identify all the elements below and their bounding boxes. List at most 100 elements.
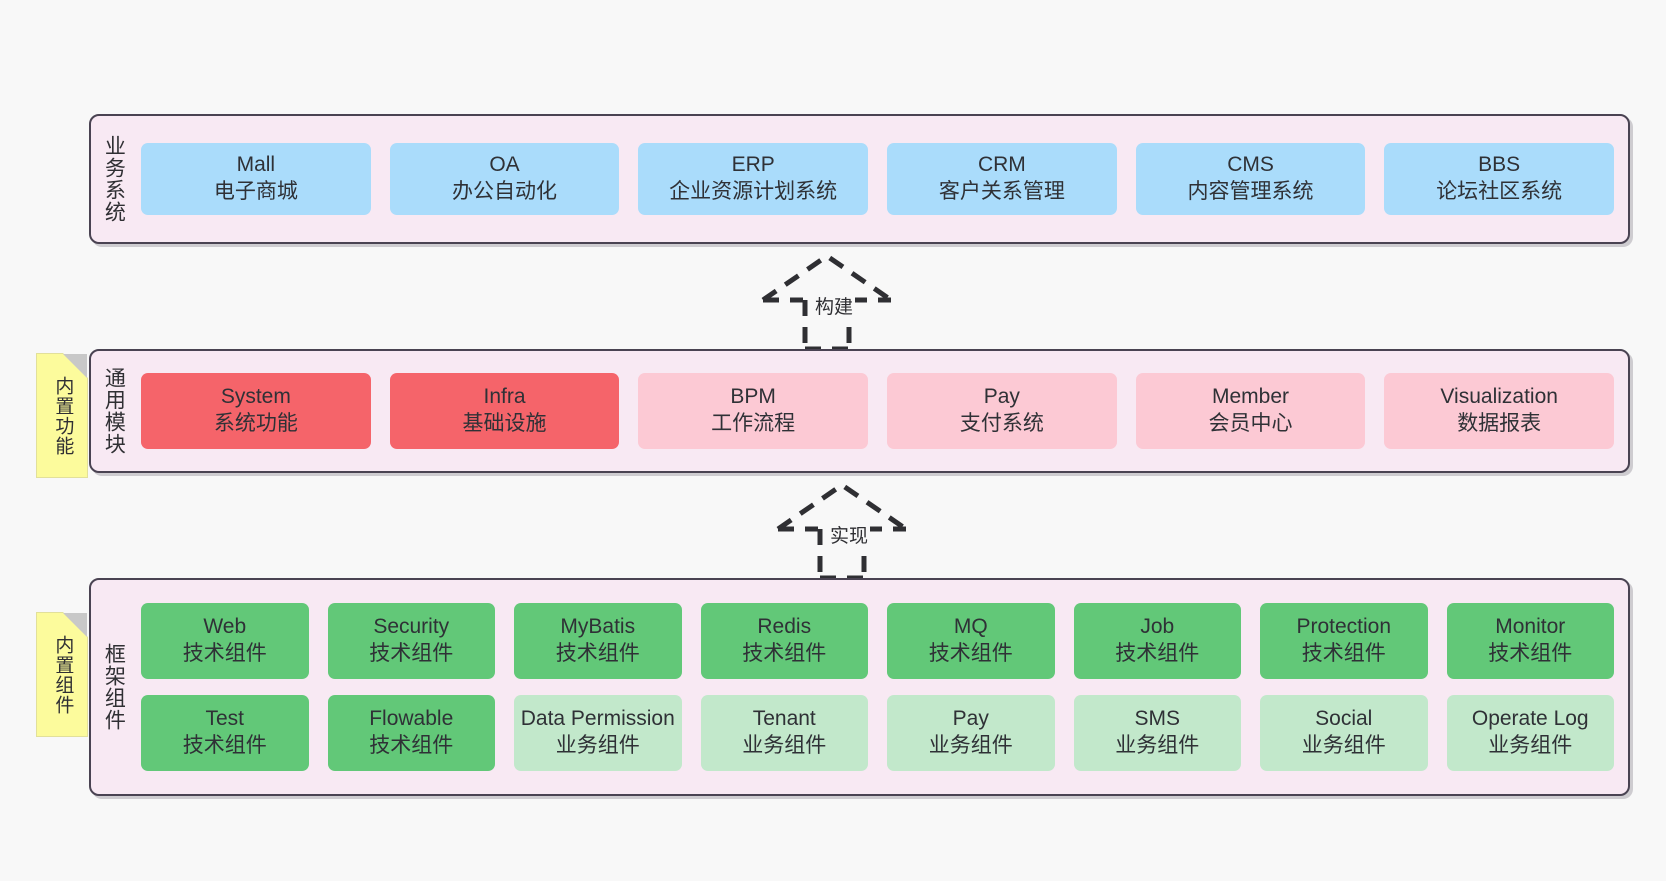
- card-title: Pay: [983, 385, 1020, 409]
- card-title: Security: [373, 615, 450, 639]
- card-subtitle: 技术组件: [1301, 642, 1386, 665]
- card-title: Test: [205, 707, 244, 731]
- card-subtitle: 技术组件: [1115, 642, 1200, 665]
- card-redis[interactable]: Redis 技术组件: [700, 603, 868, 679]
- card-row: Web 技术组件 Security 技术组件 MyBatis 技术组件 Redi…: [141, 603, 1614, 679]
- card-title: Monitor: [1495, 615, 1566, 639]
- card-subtitle: 技术组件: [369, 642, 454, 665]
- card-bpm[interactable]: BPM 工作流程: [638, 373, 869, 449]
- note-label: 内置功能: [52, 375, 74, 456]
- card-pay-business[interactable]: Pay 业务组件: [887, 695, 1055, 771]
- card-title: Social: [1315, 707, 1373, 731]
- card-subtitle: 办公自动化: [452, 180, 557, 203]
- card-subtitle: 技术组件: [182, 642, 267, 665]
- card-monitor[interactable]: Monitor 技术组件: [1446, 603, 1614, 679]
- arrow-implement: 实现: [760, 477, 960, 582]
- card-title: CMS: [1227, 153, 1274, 177]
- card-crm[interactable]: CRM 客户关系管理: [887, 143, 1117, 215]
- card-member[interactable]: Member 会员中心: [1135, 373, 1366, 449]
- card-subtitle: 业务组件: [928, 734, 1013, 757]
- card-flowable[interactable]: Flowable 技术组件: [327, 695, 495, 771]
- card-row: System 系统功能 Infra 基础设施 BPM 工作流程 Pay 支付系统…: [141, 373, 1615, 449]
- layer-title-framework: 框架组件: [102, 643, 126, 731]
- card-subtitle: 技术组件: [555, 642, 640, 665]
- card-operate-log[interactable]: Operate Log 业务组件: [1446, 695, 1614, 771]
- card-subtitle: 技术组件: [1488, 642, 1573, 665]
- card-subtitle: 工作流程: [711, 412, 796, 435]
- layer-title-common: 通用模块: [102, 367, 126, 455]
- card-protection[interactable]: Protection 技术组件: [1260, 603, 1428, 679]
- layer-business-systems[interactable]: 业务系统 Mall 电子商城 OA 办公自动化 ERP 企业资源计划系统 CRM…: [89, 114, 1630, 244]
- card-title: ERP: [731, 153, 775, 177]
- card-subtitle: 技术组件: [369, 734, 454, 757]
- layer-title-business: 业务系统: [102, 135, 126, 223]
- card-subtitle: 业务组件: [1488, 734, 1573, 757]
- card-test[interactable]: Test 技术组件: [141, 695, 309, 771]
- card-title: Protection: [1296, 615, 1392, 639]
- layer-framework-components[interactable]: 框架组件 Web 技术组件 Security 技术组件 MyBatis 技术组件…: [89, 578, 1630, 796]
- card-system[interactable]: System 系统功能: [141, 373, 371, 449]
- arrow-build: 构建: [745, 248, 945, 353]
- card-visualization[interactable]: Visualization 数据报表: [1384, 373, 1615, 449]
- card-mybatis[interactable]: MyBatis 技术组件: [514, 603, 682, 679]
- note-builtin-function[interactable]: 内置功能: [36, 353, 88, 478]
- card-title: Operate Log: [1471, 707, 1589, 731]
- card-subtitle: 系统功能: [213, 412, 298, 435]
- card-bbs[interactable]: BBS 论坛社区系统: [1384, 143, 1615, 215]
- note-label: 内置组件: [52, 634, 74, 715]
- card-tenant[interactable]: Tenant 业务组件: [700, 695, 868, 771]
- card-title: CRM: [977, 153, 1026, 177]
- note-builtin-component[interactable]: 内置组件: [36, 612, 88, 737]
- card-subtitle: 内容管理系统: [1187, 180, 1314, 203]
- layer-cards-framework: Web 技术组件 Security 技术组件 MyBatis 技术组件 Redi…: [135, 580, 1628, 794]
- arrow-label-build: 构建: [813, 292, 856, 319]
- card-security[interactable]: Security 技术组件: [327, 603, 495, 679]
- card-oa[interactable]: OA 办公自动化: [389, 143, 620, 215]
- card-mall[interactable]: Mall 电子商城: [141, 143, 371, 215]
- card-row: Test 技术组件 Flowable 技术组件 Data Permission …: [141, 695, 1614, 771]
- card-subtitle: 业务组件: [1301, 734, 1386, 757]
- card-subtitle: 技术组件: [928, 642, 1013, 665]
- card-subtitle: 业务组件: [555, 734, 640, 757]
- card-title: Flowable: [369, 707, 454, 731]
- card-title: MQ: [953, 615, 988, 639]
- card-subtitle: 支付系统: [959, 412, 1044, 435]
- arrow-label-implement: 实现: [828, 521, 871, 548]
- card-title: Member: [1212, 385, 1290, 409]
- card-infra[interactable]: Infra 基础设施: [389, 373, 620, 449]
- card-title: Web: [203, 615, 247, 639]
- card-pay[interactable]: Pay 支付系统: [887, 373, 1117, 449]
- card-job[interactable]: Job 技术组件: [1073, 603, 1241, 679]
- card-title: MyBatis: [560, 615, 636, 639]
- card-mq[interactable]: MQ 技术组件: [887, 603, 1055, 679]
- card-sms[interactable]: SMS 业务组件: [1073, 695, 1241, 771]
- card-title: Tenant: [752, 707, 816, 731]
- card-social[interactable]: Social 业务组件: [1260, 695, 1428, 771]
- card-subtitle: 基础设施: [462, 412, 547, 435]
- card-subtitle: 客户关系管理: [938, 180, 1065, 203]
- card-subtitle: 业务组件: [1115, 734, 1200, 757]
- card-title: Mall: [236, 153, 276, 177]
- card-subtitle: 论坛社区系统: [1436, 180, 1563, 203]
- card-title: BBS: [1478, 153, 1521, 177]
- card-subtitle: 业务组件: [742, 734, 827, 757]
- layer-common-modules[interactable]: 通用模块 System 系统功能 Infra 基础设施 BPM 工作流程 Pay…: [89, 349, 1630, 473]
- card-subtitle: 技术组件: [742, 642, 827, 665]
- card-subtitle: 数据报表: [1457, 412, 1542, 435]
- card-title: OA: [489, 153, 520, 177]
- card-subtitle: 电子商城: [213, 180, 298, 203]
- card-row: Mall 电子商城 OA 办公自动化 ERP 企业资源计划系统 CRM 客户关系…: [141, 143, 1615, 215]
- card-cms[interactable]: CMS 内容管理系统: [1135, 143, 1366, 215]
- card-data-permission[interactable]: Data Permission 业务组件: [514, 695, 682, 771]
- card-subtitle: 会员中心: [1208, 412, 1293, 435]
- card-title: SMS: [1134, 707, 1180, 731]
- card-title: Pay: [952, 707, 989, 731]
- card-title: Data Permission: [520, 707, 675, 731]
- card-title: System: [220, 385, 291, 409]
- card-erp[interactable]: ERP 企业资源计划系统: [638, 143, 869, 215]
- layer-cards-business: Mall 电子商城 OA 办公自动化 ERP 企业资源计划系统 CRM 客户关系…: [135, 116, 1628, 242]
- card-web[interactable]: Web 技术组件: [141, 603, 309, 679]
- layer-cards-common: System 系统功能 Infra 基础设施 BPM 工作流程 Pay 支付系统…: [135, 351, 1628, 471]
- card-subtitle: 技术组件: [182, 734, 267, 757]
- card-title: Job: [1140, 615, 1175, 639]
